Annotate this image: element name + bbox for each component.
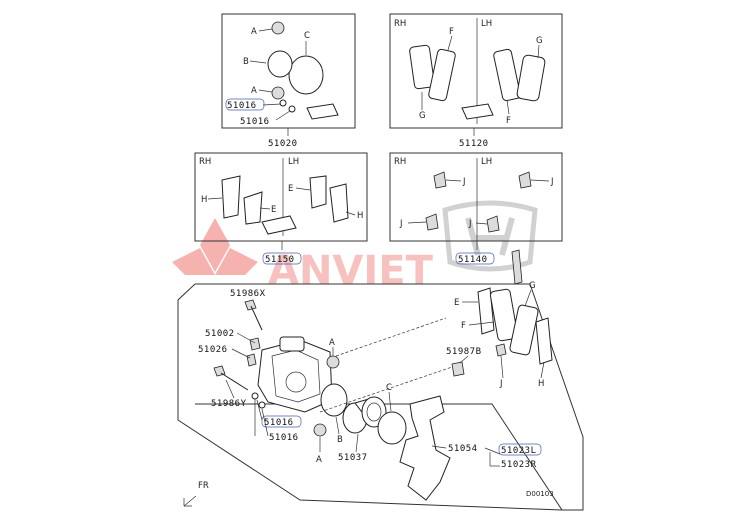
label-c: C [386, 383, 392, 393]
guide-bolt-upper: 51986X [230, 289, 266, 331]
piston-boot-c [377, 411, 407, 445]
part-number-51037: 51037 [338, 453, 368, 463]
label-j: J [550, 177, 554, 187]
part-number-51023l: 51023L [501, 446, 537, 456]
side-label-rh: RH [199, 157, 211, 167]
part-number-51140: 51140 [458, 255, 488, 265]
label-h: H [538, 379, 544, 389]
boot-a-lower [313, 423, 327, 437]
label-a: A [329, 338, 335, 348]
part-number-51054: 51054 [448, 444, 478, 454]
diagram-code: D00103 [526, 490, 554, 498]
watermark-text: ANVIET [268, 248, 434, 294]
label-f: F [449, 27, 454, 37]
label-g: G [529, 281, 536, 291]
fr-label: FR [198, 481, 209, 491]
part-number-51016: 51016 [264, 418, 294, 428]
mitsubishi-logo-watermark [172, 218, 258, 275]
part-number-51023r: 51023R [501, 460, 537, 470]
part-number-51020: 51020 [268, 139, 298, 149]
label-a: A [251, 27, 257, 37]
label-e: E [454, 298, 459, 308]
part-number-51016: 51016 [227, 101, 257, 111]
label-j: J [468, 219, 472, 229]
part-number-51986y: 51986Y [211, 399, 247, 409]
label-e: E [288, 184, 293, 194]
label-a: A [251, 86, 257, 96]
label-f: F [461, 321, 466, 331]
part-number-51002: 51002 [205, 329, 235, 339]
front-direction-arrow: FR [183, 481, 209, 507]
side-label-rh: RH [394, 19, 406, 29]
label-j: J [499, 379, 503, 389]
guide-bolt-lower [213, 365, 249, 391]
part-number-51986x: 51986X [230, 289, 266, 299]
boot-a-upper [326, 355, 340, 369]
label-h: H [357, 211, 363, 221]
piston-seal-b [320, 383, 348, 417]
part-number-51016: 51016 [269, 433, 299, 443]
label-b: B [337, 435, 343, 445]
box-51150: RH LH H E E H 51150 [194, 152, 368, 265]
label-j: J [462, 177, 466, 187]
caliper-body [257, 336, 333, 413]
caliper-support [399, 395, 451, 501]
brake-pads [477, 249, 553, 365]
part-number-51026: 51026 [198, 345, 228, 355]
side-label-rh: RH [394, 157, 406, 167]
label-e: E [271, 205, 276, 215]
part-number-51016: 51016 [240, 117, 270, 127]
side-label-lh: LH [481, 19, 492, 29]
label-g: G [419, 111, 426, 121]
label-j: J [399, 219, 403, 229]
box-51020: A C B A 51016 51016 51020 [221, 13, 356, 149]
part-number-51120: 51120 [459, 139, 489, 149]
label-b: B [243, 57, 249, 67]
part-number-51150: 51150 [265, 255, 295, 265]
label-c: C [304, 31, 310, 41]
side-label-lh: LH [481, 157, 492, 167]
main-caliper-diagram: 51986X 51002 51026 A 51986Y 51016 51 [177, 249, 584, 511]
label-f: F [506, 116, 511, 126]
label-a: A [316, 455, 322, 465]
box-51120: RH LH F G G F 51120 [389, 13, 563, 149]
box-51140: RH LH J J J J 51140 [389, 152, 563, 265]
label-h: H [201, 195, 207, 205]
part-number-51987b: 51987B [446, 347, 482, 357]
honda-logo-watermark [442, 200, 538, 272]
label-g: G [536, 36, 543, 46]
side-label-lh: LH [288, 157, 299, 167]
